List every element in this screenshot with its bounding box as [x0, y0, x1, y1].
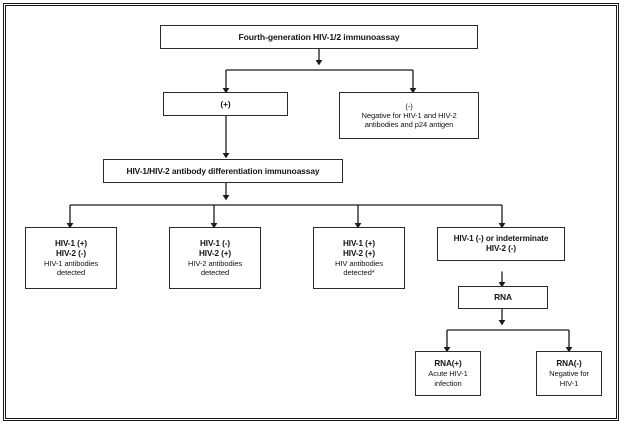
node-rna-positive[interactable]: RNA(+) Acute HIV-1 infection [415, 351, 481, 396]
node-positive[interactable]: (+) [163, 92, 288, 116]
node-result-both-positive[interactable]: HIV-1 (+) HIV-2 (+) HIV antibodies detec… [313, 227, 405, 289]
node-result-indeterminate[interactable]: HIV-1 (-) or indeterminate HIV-2 (-) [437, 227, 565, 261]
node-result1-line1: HIV-1 (+) [54, 238, 88, 248]
figure-inner-border [5, 5, 617, 419]
node-result2-line3: HIV-2 antibodies [187, 258, 243, 268]
node-result2-line1: HIV-1 (-) [199, 238, 231, 248]
node-fourth-generation-immunoassay[interactable]: Fourth-generation HIV-1/2 immunoassay [160, 25, 478, 49]
node-result4-line2: HIV-2 (-) [485, 244, 517, 253]
node-differentiation-immunoassay[interactable]: HIV-1/HIV-2 antibody differentiation imm… [103, 159, 343, 183]
node-rna[interactable]: RNA [458, 286, 548, 309]
node-result3-line2: HIV-2 (+) [342, 248, 376, 258]
node-negative-line2: Negative for HIV-1 and HIV-2 [361, 110, 457, 120]
node-result-hiv2-positive[interactable]: HIV-1 (-) HIV-2 (+) HIV-2 antibodies det… [169, 227, 261, 289]
node-negative-line3: antibodies and p24 antigen [364, 120, 454, 130]
node-result3-line3: HIV antibodies [335, 258, 383, 268]
node-result1-line2: HIV-2 (-) [55, 248, 87, 258]
node-rna-positive-line2: Acute HIV-1 [428, 369, 468, 379]
node-rna-negative-line1: RNA(-) [556, 359, 582, 369]
figure-outer-border [3, 3, 619, 421]
node-rna-negative[interactable]: RNA(-) Negative for HIV-1 [536, 351, 602, 396]
node-result1-line3: HIV-1 antibodies [43, 258, 99, 268]
node-differentiation-line1: HIV-1/HIV-2 antibody differentiation imm… [126, 165, 320, 176]
node-positive-line1: (+) [220, 98, 231, 109]
node-result-hiv1-positive[interactable]: HIV-1 (+) HIV-2 (-) HIV-1 antibodies det… [25, 227, 117, 289]
node-rna-line1: RNA [494, 292, 512, 303]
node-rna-negative-line2: Negative for [549, 369, 589, 379]
node-negative-line1: (-) [405, 101, 413, 111]
node-result2-line2: HIV-2 (+) [198, 248, 232, 258]
node-assay-line1: Fourth-generation HIV-1/2 immunoassay [238, 31, 400, 42]
node-rna-positive-line1: RNA(+) [434, 359, 462, 369]
node-result4-line1: HIV-1 (-) or indeterminate [453, 234, 549, 243]
node-result2-line4: detected [200, 268, 230, 277]
node-rna-positive-line3: infection [434, 378, 462, 388]
node-rna-negative-line3: HIV-1 [559, 378, 579, 388]
node-result3-line4: detected* [343, 268, 375, 277]
node-result1-line4: detected [56, 268, 86, 277]
node-result3-line1: HIV-1 (+) [342, 238, 376, 248]
node-negative[interactable]: (-) Negative for HIV-1 and HIV-2 antibod… [339, 92, 479, 139]
